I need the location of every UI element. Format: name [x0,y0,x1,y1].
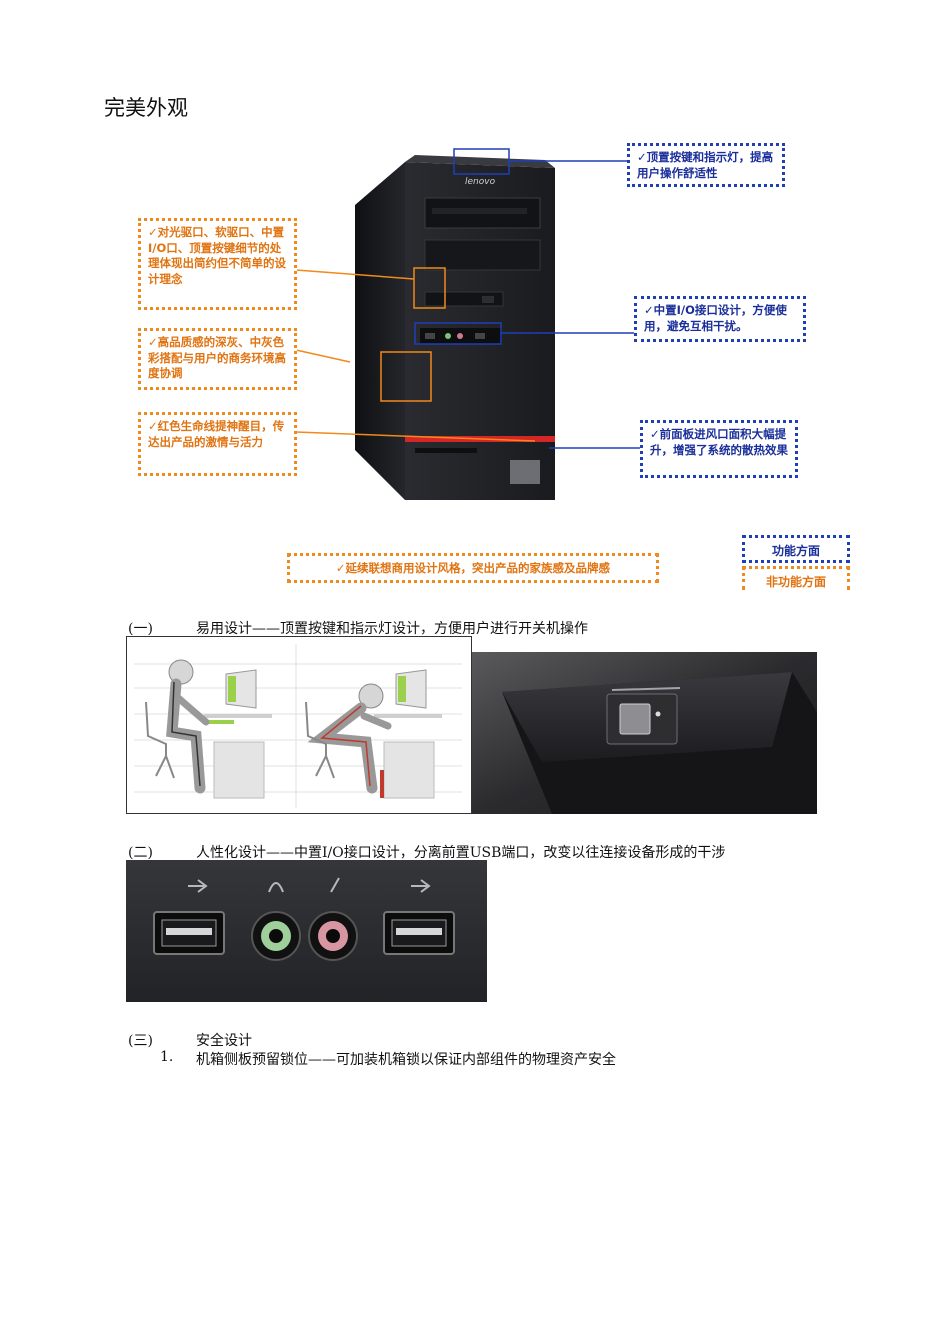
connector-lines [295,148,640,449]
callout-io-port: ✓中置I/O接口设计，方便使用，避免互相干扰。 [634,296,806,342]
page-heading: 完美外观 [104,96,188,120]
legend-functional: 功能方面 [742,535,850,563]
posture-comparison-image [126,636,472,814]
legend-non-functional: 非功能方面 [742,566,850,590]
section-2: (二) 人性化设计——中置I/O接口设计，分离前置USB端口，改变以往连接设备形… [128,842,928,862]
callout-design-style: ✓延续联想商用设计风格，突出产品的家族感及品牌感 [287,553,659,583]
callout-color-scheme: ✓高品质感的深灰、中灰色彩搭配与用户的商务环境高度协调 [138,328,297,390]
list-number: 1. [160,1049,174,1065]
callout-vent: ✓前面板进风口面积大幅提升，增强了系统的散热效果 [640,420,798,478]
pc-tower-image: lenovo [355,155,555,500]
top-power-button-photo [472,652,817,814]
section-title: 安全设计 [196,1033,252,1049]
section-1: (一) 易用设计——顶置按键和指示灯设计，方便用户进行开关机操作 [128,618,888,638]
section-number: (一) [128,621,153,637]
list-text: 机箱侧板预留锁位——可加装机箱锁以保证内部组件的物理资产安全 [196,1052,616,1068]
callout-top-button: ✓顶置按键和指示灯，提高用户操作舒适性 [627,143,785,187]
callout-red-line: ✓红色生命线提神醒目，传达出产品的激情与活力 [138,412,297,476]
section-title: 易用设计——顶置按键和指示灯设计，方便用户进行开关机操作 [196,621,588,637]
section-number: (二) [128,845,153,861]
pc-brand-logo: lenovo [465,177,496,187]
section-3: (三) 安全设计 [128,1030,888,1050]
section-title: 人性化设计——中置I/O接口设计，分离前置USB端口，改变以往连接设备形成的干涉 [196,845,726,861]
section-number: (三) [128,1033,153,1049]
list-item-1: 1. 机箱侧板预留锁位——可加装机箱锁以保证内部组件的物理资产安全 [160,1049,880,1069]
io-ports-photo [126,860,487,1002]
callout-optical-drive: ✓对光驱口、软驱口、中置I/O口、顶置按键细节的处理体现出简约但不简单的设计理念 [138,218,297,310]
